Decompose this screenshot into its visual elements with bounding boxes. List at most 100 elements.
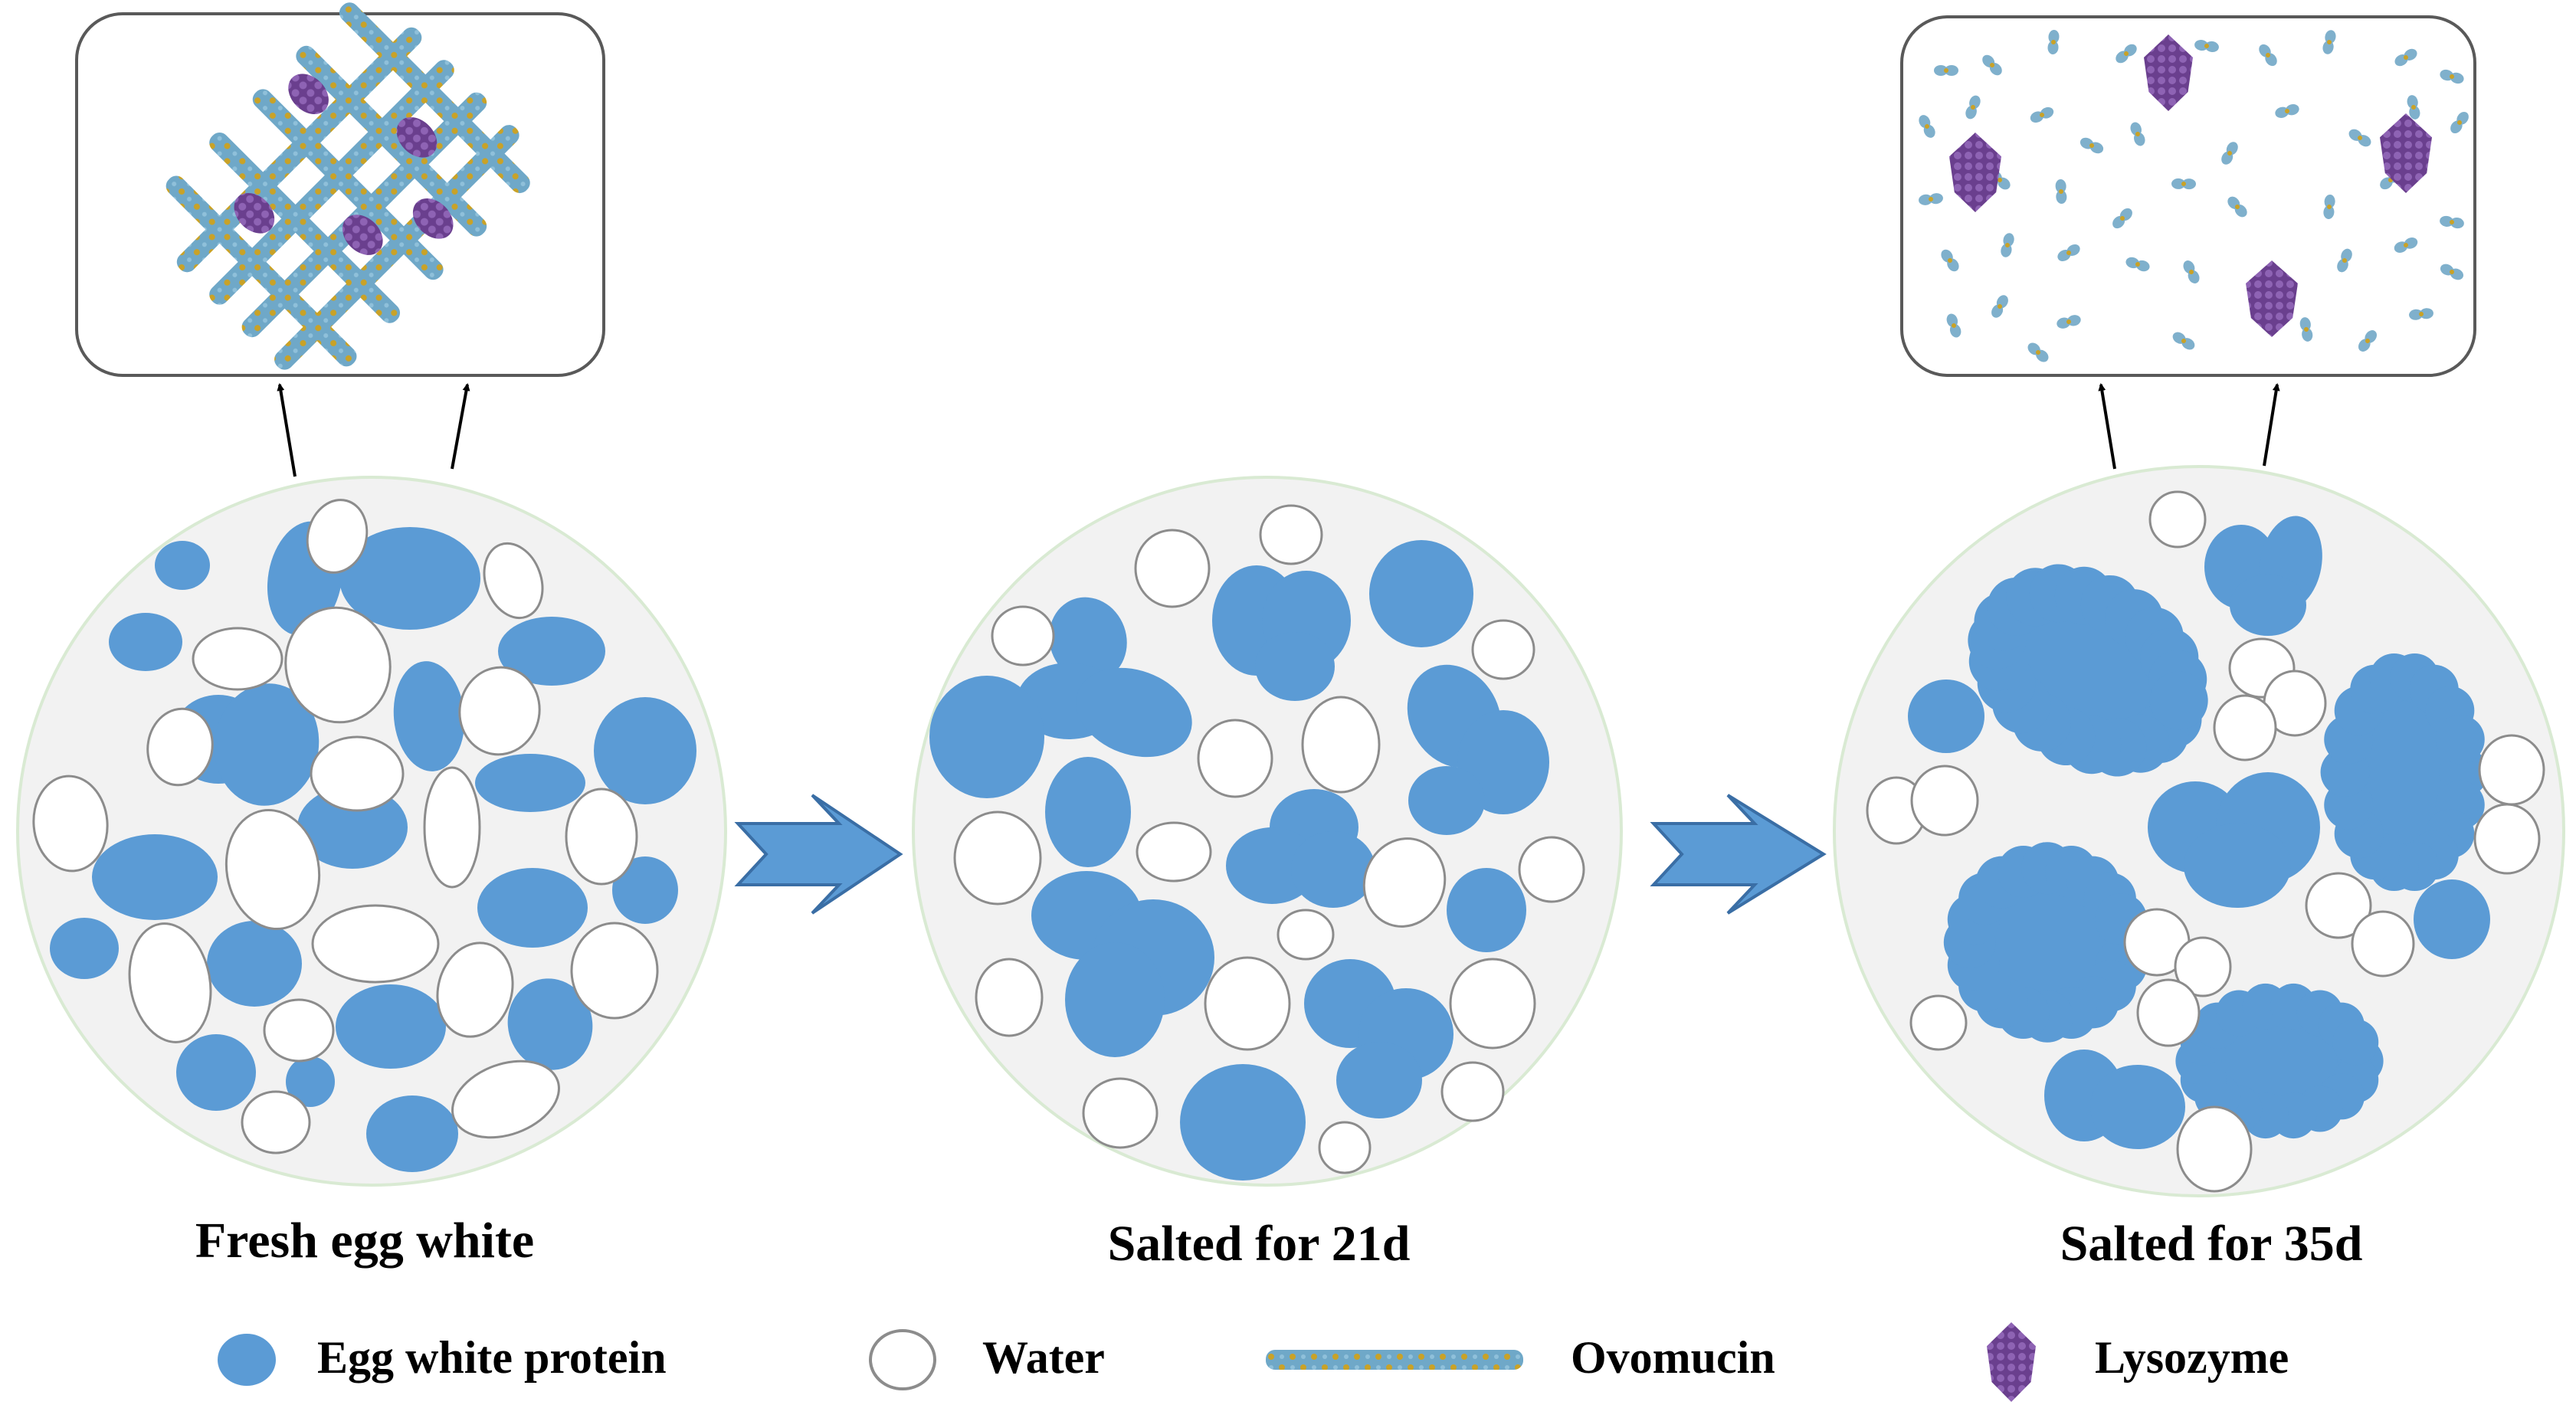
protein-cluster <box>1369 540 1473 647</box>
water-droplet <box>32 774 109 873</box>
lysozyme-cluster <box>2144 34 2193 111</box>
legend-label-ovomucin: Ovomucin <box>1571 1332 1775 1383</box>
water-droplet <box>263 998 335 1063</box>
ovomucin-fragment <box>2409 308 2433 320</box>
ovomucin-fragment <box>2348 129 2371 147</box>
ovomucin-fragment <box>2394 48 2417 67</box>
protein-cluster <box>2148 772 2320 908</box>
protein-blob <box>50 918 119 979</box>
water-droplet <box>1301 696 1381 794</box>
water-droplet <box>224 808 321 931</box>
protein-blob <box>176 1034 256 1111</box>
protein-blob <box>336 984 446 1069</box>
ovomucin-fragment <box>1919 193 1943 205</box>
protein-blob <box>498 617 605 686</box>
ovomucin-fragment <box>2440 69 2464 84</box>
ovomucin-fragment <box>2027 342 2049 362</box>
protein-blob <box>109 613 182 671</box>
ovomucin-fragment <box>1965 95 1981 120</box>
protein-cluster <box>1226 789 1375 908</box>
ovomucin-fragment <box>2116 44 2137 64</box>
ovomucin-strand <box>339 2 530 194</box>
callout-arrow-left <box>277 383 297 477</box>
water-droplet <box>458 666 541 756</box>
aggregated-protein <box>1968 564 2208 777</box>
water-droplet <box>1134 529 1211 608</box>
ovomucin-fragment <box>2299 317 2313 342</box>
water-droplet <box>2176 1105 2253 1193</box>
process-arrow-2 <box>1650 794 1827 915</box>
protein-cluster <box>1180 1064 1306 1181</box>
protein-cluster <box>929 676 1044 798</box>
ovomucin-fragment <box>2394 237 2418 253</box>
protein-blob <box>92 834 218 920</box>
salted-35d-particles <box>1866 490 2545 1193</box>
protein-blob <box>475 754 585 812</box>
water-droplet <box>1204 956 1291 1051</box>
ovomucin-fragment <box>2440 215 2464 229</box>
ovomucin-fragment <box>2055 179 2067 204</box>
ovomucin-strand <box>209 60 454 305</box>
ovomucin-fragment <box>2057 315 2081 329</box>
legend-ovomucin-strand-icon <box>1266 1350 1523 1370</box>
ovomucin-fragment <box>2194 39 2219 53</box>
ovomucin-fragment <box>2221 142 2238 165</box>
ovomucin-fragment <box>2440 264 2464 280</box>
process-arrow-1 <box>734 794 903 915</box>
ovomucin-fragment <box>2171 178 2196 190</box>
water-droplet <box>975 958 1044 1037</box>
water-droplet <box>311 904 440 984</box>
water-droplet <box>1082 1077 1159 1149</box>
water-droplet <box>2174 936 2232 997</box>
ovomucin-fragment <box>1919 115 1935 138</box>
ovomucin-strand <box>1266 1350 1523 1370</box>
stage-label-fresh: Fresh egg white <box>195 1213 535 1269</box>
salted-21d-particles <box>929 504 1585 1181</box>
ovomucin-strand <box>296 45 487 237</box>
water-droplet <box>451 1059 560 1139</box>
ovomucin-fragment <box>2337 248 2352 273</box>
dispersed-ovomucin-fragments <box>1919 30 2469 362</box>
protein-cluster <box>1304 959 1454 1118</box>
protein-blob <box>286 1056 335 1107</box>
aggregated-protein <box>2175 983 2384 1139</box>
ovomucin-fragment <box>2030 106 2054 123</box>
water-droplet <box>306 499 369 574</box>
protein-cluster <box>1447 868 1526 952</box>
ovomucin-fragment <box>2450 111 2469 134</box>
lysozyme-cluster <box>288 74 329 115</box>
water-droplet <box>2351 910 2415 978</box>
legend-label-lysozyme: Lysozyme <box>2095 1332 2289 1383</box>
fresh-particles <box>32 499 696 1172</box>
lysozyme-cluster <box>1987 1322 2036 1402</box>
water-droplet <box>991 605 1055 666</box>
ovomucin-fragment <box>2259 44 2277 67</box>
protein-blob <box>612 856 678 924</box>
callout-arrow-right <box>2263 383 2280 467</box>
ovomucin-fragment <box>2227 196 2247 218</box>
protein-blob <box>477 868 588 948</box>
ovomucin-fragment <box>2125 257 2150 272</box>
protein-cluster <box>1212 565 1351 701</box>
lysozyme-cluster <box>396 116 438 158</box>
legend-water-droplet-icon <box>869 1329 936 1390</box>
zoom-box-fresh <box>75 12 605 377</box>
water-droplet <box>1362 837 1447 928</box>
water-droplet <box>192 627 283 691</box>
protein-blob <box>393 661 465 771</box>
protein-blob <box>207 921 302 1007</box>
ovomucin-fragment <box>2183 260 2200 283</box>
water-droplet <box>423 766 481 889</box>
ovomucin-strand <box>252 89 444 280</box>
water-droplet <box>2148 490 2207 549</box>
protein-cluster <box>1407 664 1549 835</box>
water-droplet <box>310 735 405 812</box>
water-droplet <box>1449 958 1536 1050</box>
water-droplet <box>953 811 1042 905</box>
water-droplet <box>1277 909 1335 961</box>
protein-blob <box>214 683 320 806</box>
ovomucin-fragment <box>2001 233 2014 257</box>
water-droplet <box>2473 803 2541 875</box>
protein-cluster <box>2044 1050 2185 1149</box>
